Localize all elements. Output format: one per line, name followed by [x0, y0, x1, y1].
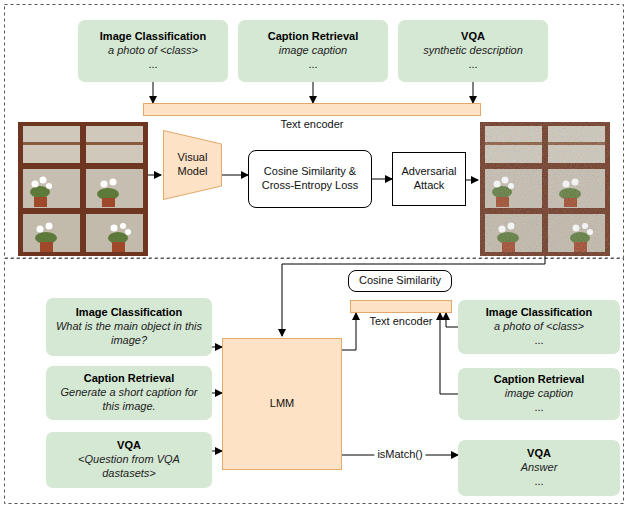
- connector-arrow: [212, 393, 222, 394]
- input-image: [18, 122, 148, 256]
- connector-arrow: [372, 179, 392, 180]
- connector-arrow: [212, 347, 222, 348]
- connector-arrow: [473, 82, 474, 103]
- flow-arrow: [466, 180, 478, 181]
- box-title: VQA: [117, 439, 141, 453]
- box-title: Visual Model: [165, 151, 220, 179]
- task-box: Image Classificationa photo of <class>..…: [458, 300, 620, 354]
- task-box: VQAsynthetic description...: [398, 20, 548, 82]
- box-title: Cosine Similarity & Cross-Entropy Loss: [255, 165, 365, 193]
- box-text: image caption: [505, 387, 574, 401]
- task-box: Caption Retrievalimage caption...: [238, 20, 388, 82]
- box-title: Cosine Similarity: [359, 274, 441, 288]
- model-box: LMM: [222, 338, 342, 470]
- box-title: Image Classification: [100, 30, 206, 44]
- box-text: ...: [534, 475, 543, 489]
- box-title: VQA: [461, 30, 485, 44]
- process-box: Cosine Similarity & Cross-Entropy Loss: [248, 150, 372, 208]
- flow-arrow: [148, 175, 161, 176]
- box-title: Caption Retrieval: [494, 373, 584, 387]
- task-box: Image Classificationa photo of <class>..…: [78, 20, 228, 82]
- box-text: ...: [468, 58, 477, 72]
- task-box: Caption Retrievalimage caption...: [458, 368, 620, 420]
- box-text: a photo of <class>: [108, 44, 198, 58]
- connector-arrow: [313, 82, 314, 103]
- connector-arrow: [440, 313, 458, 394]
- panel-border: [5, 259, 624, 504]
- connector-arrow: [153, 82, 154, 103]
- task-box: Image ClassificationWhat is the main obj…: [46, 298, 212, 356]
- encoder-bar: [143, 103, 481, 116]
- box-text: What is the main object in this image?: [52, 320, 206, 348]
- box-title: Caption Retrieval: [84, 372, 174, 386]
- box-title: Image Classification: [76, 306, 182, 320]
- box-text: <Question from VQA dastasets>: [52, 453, 206, 481]
- process-box: Adversarial Attack: [392, 152, 466, 206]
- box-text: image caption: [279, 44, 348, 58]
- text-encoder: Text encoder: [350, 300, 452, 329]
- task-box: VQAAnswer...: [458, 440, 620, 496]
- box-title: Text encoder: [370, 315, 433, 329]
- box-text: Generate a short caption for this image.: [52, 386, 206, 414]
- text-encoder: Text encoder: [143, 103, 481, 132]
- box-text: synthetic description: [423, 44, 523, 58]
- box-title: Adversarial Attack: [397, 165, 461, 193]
- box-text: a photo of <class>: [494, 320, 584, 334]
- box-title: Text encoder: [281, 118, 344, 132]
- task-box: VQA<Question from VQA dastasets>: [46, 432, 212, 488]
- edge-label: isMatch(): [374, 448, 425, 462]
- box-title: VQA: [527, 447, 551, 461]
- process-box: Cosine Similarity: [348, 270, 452, 292]
- connector-arrow: [222, 175, 248, 176]
- connector-arrow: [446, 313, 458, 327]
- task-box: Caption RetrievalGenerate a short captio…: [46, 366, 212, 420]
- visual-model: Visual Model: [163, 130, 222, 200]
- box-title: LMM: [270, 397, 294, 411]
- panel-border: [5, 5, 624, 259]
- encoder-bar: [350, 300, 452, 313]
- box-title: Image Classification: [486, 306, 592, 320]
- box-title: Caption Retrieval: [268, 30, 358, 44]
- connector-arrow: [212, 451, 222, 452]
- box-text: ...: [148, 58, 157, 72]
- adversarial-image: [480, 122, 610, 256]
- box-text: Answer: [521, 461, 558, 475]
- box-text: ...: [308, 58, 317, 72]
- box-text: ...: [534, 401, 543, 415]
- box-text: ...: [534, 334, 543, 348]
- connector-arrow: [342, 313, 356, 350]
